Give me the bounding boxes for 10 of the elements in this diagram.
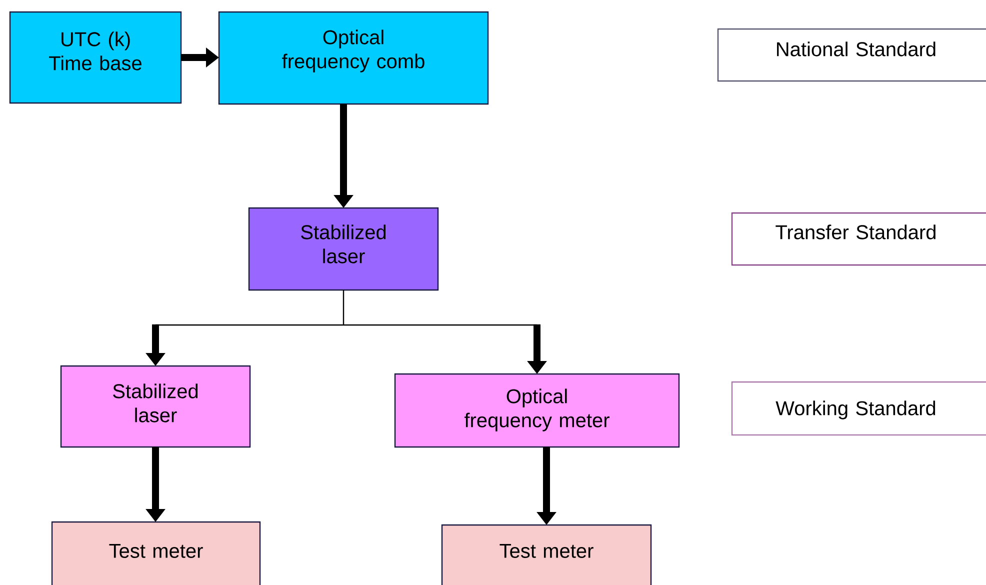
process-box: Stabilized laser [60,365,251,448]
process-box: Test meter [441,524,652,585]
level-box: Transfer Standard [731,212,986,266]
process-box: Stabilized laser [248,207,439,291]
process-box: Optical frequency meter [394,373,680,448]
level-box: Working Standard [731,381,986,436]
level-box: National Standard [717,28,986,82]
process-box: UTC (k) Time base [9,11,182,104]
process-box: Optical frequency comb [218,11,489,105]
process-box: Test meter [51,521,261,585]
